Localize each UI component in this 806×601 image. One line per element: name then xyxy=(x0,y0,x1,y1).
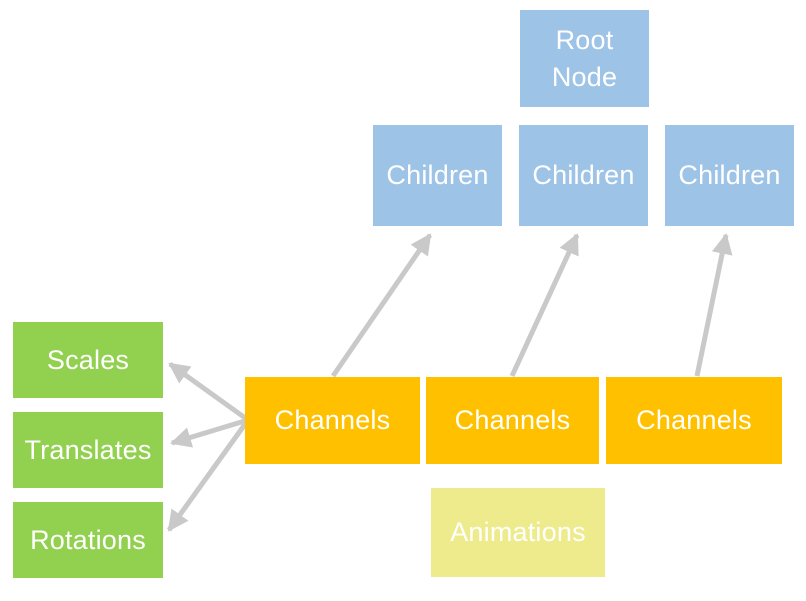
channels-label: Channels xyxy=(454,405,571,436)
translates-box: Translates xyxy=(13,412,163,488)
scales-box: Scales xyxy=(13,322,163,398)
children-box-1: Children xyxy=(373,125,502,226)
channels-box-1: Channels xyxy=(245,377,420,464)
arrow-channels1-to-rotations xyxy=(166,418,251,532)
rotations-label: Rotations xyxy=(30,524,146,555)
children-box-3: Children xyxy=(665,125,794,226)
animations-label: Animations xyxy=(450,517,586,548)
translates-label: Translates xyxy=(24,434,152,465)
children-label: Children xyxy=(678,160,781,191)
children-box-2: Children xyxy=(519,125,648,226)
channels-box-3: Channels xyxy=(606,377,782,464)
animations-box: Animations xyxy=(431,488,605,577)
arrow-channels1-to-translates xyxy=(169,417,249,448)
arrow-channels2-to-child2 xyxy=(509,233,580,378)
channels-box-2: Channels xyxy=(426,377,599,464)
channels-label: Channels xyxy=(274,405,391,436)
root-node-label: Root Node xyxy=(551,25,618,92)
arrow-channels3-to-child3 xyxy=(694,232,733,377)
arrow-channels1-to-scales xyxy=(168,361,250,423)
children-label: Children xyxy=(386,160,489,191)
scales-label: Scales xyxy=(46,344,130,375)
root-node-box: Root Node xyxy=(520,10,649,107)
rotations-box: Rotations xyxy=(13,502,163,578)
channels-label: Channels xyxy=(636,405,752,436)
children-label: Children xyxy=(532,160,635,191)
arrow-channels1-to-child1 xyxy=(330,233,433,378)
